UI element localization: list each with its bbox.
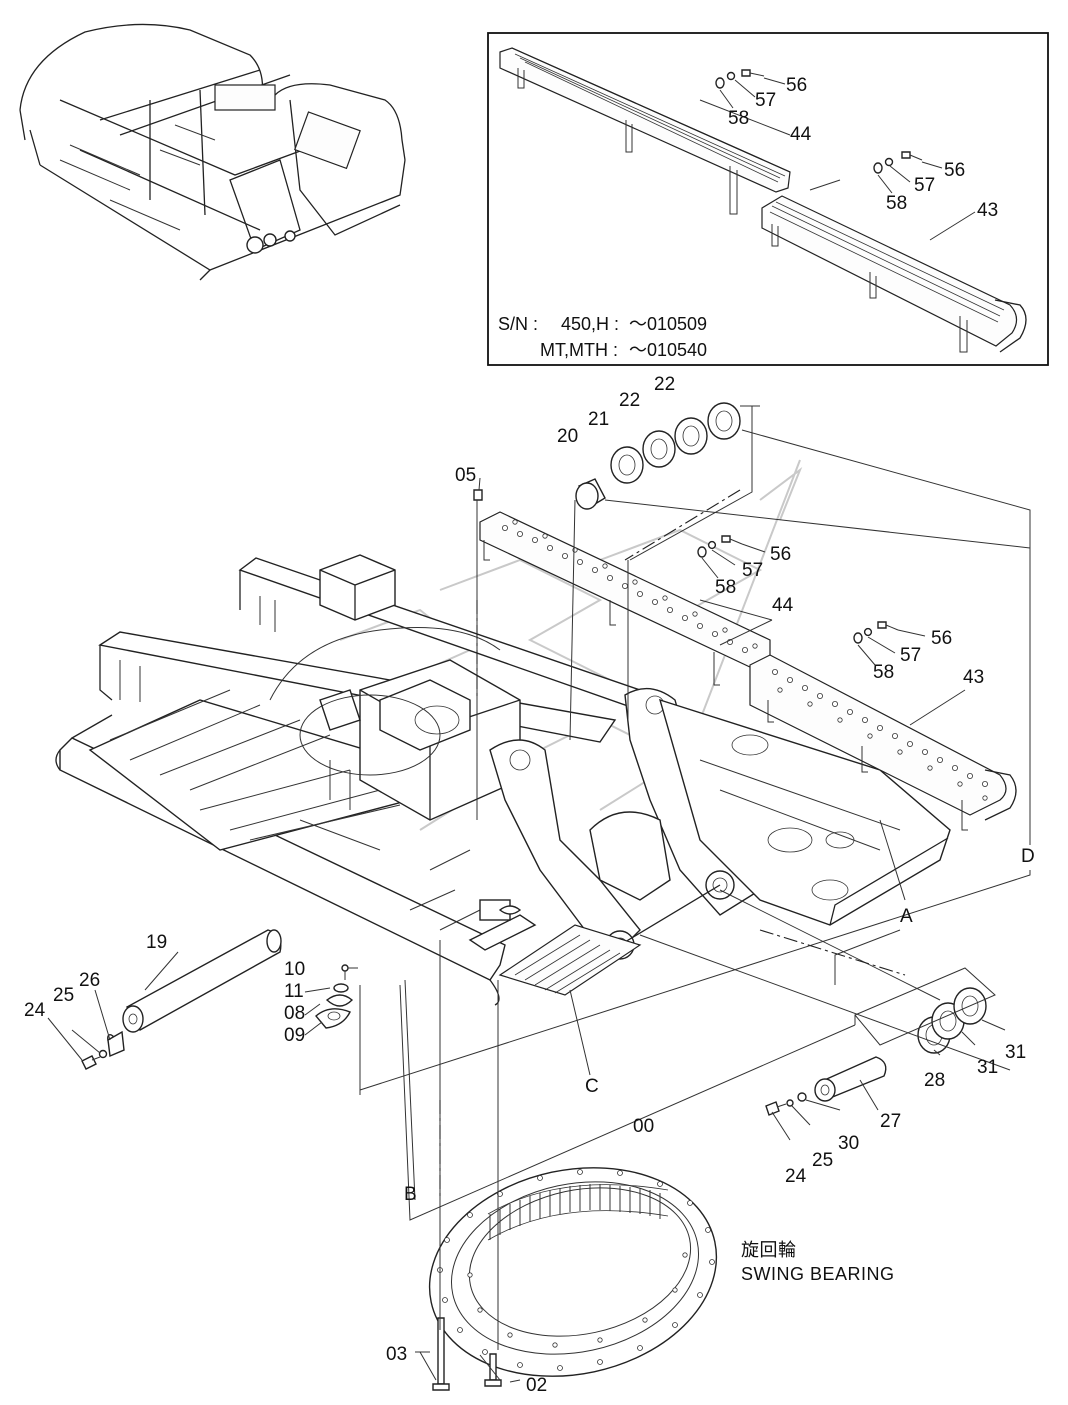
label-21: 21 [588, 409, 609, 430]
serial-range-1: ～010509 [629, 314, 707, 334]
label-31-a: 31 [977, 1057, 998, 1078]
label-03: 03 [386, 1344, 407, 1365]
label-26: 26 [79, 970, 100, 991]
label-57-main-a: 57 [742, 560, 763, 581]
serial-model-2: MT,MTH : [540, 340, 618, 360]
label-25-right: 25 [812, 1150, 833, 1171]
serial-range-2: ～010540 [629, 340, 707, 360]
pin-27-assembly [765, 987, 987, 1116]
label-58-main-b: 58 [873, 662, 894, 683]
label-19: 19 [146, 932, 167, 953]
label-24-right: 24 [785, 1166, 807, 1187]
label-56-main-b: 56 [931, 628, 952, 649]
frame-step-43 [749, 654, 1017, 831]
swing-bearing-ring [428, 1167, 718, 1377]
label-56-main-a: 56 [770, 544, 791, 565]
serial-number-note: S/N : 450,H : ～010509 MT,MTH : ～010540 [498, 314, 707, 360]
label-30: 30 [838, 1133, 859, 1154]
label-22-b: 22 [619, 390, 640, 411]
label-10: 10 [284, 959, 305, 980]
frame-step-44 [479, 511, 771, 686]
label-31-b: 31 [1005, 1042, 1026, 1063]
label-A: A [900, 906, 913, 927]
label-11: 11 [284, 981, 304, 1002]
label-58-inset-b: 58 [886, 193, 907, 214]
label-09: 09 [284, 1025, 305, 1046]
label-57-main-b: 57 [900, 645, 921, 666]
label-44-main: 44 [772, 595, 794, 616]
label-08: 08 [284, 1003, 305, 1024]
upperstructure-frame [55, 554, 951, 1006]
label-25-left: 25 [53, 985, 74, 1006]
bearing-bolts [432, 1317, 502, 1391]
label-56-inset-a: 56 [786, 75, 807, 96]
label-B: B [404, 1184, 417, 1205]
caption-english: SWING BEARING [741, 1264, 895, 1284]
label-02: 02 [526, 1375, 547, 1396]
inset-step-44 [499, 47, 791, 215]
label-00: 00 [633, 1116, 654, 1137]
swing-bearing-caption: 旋回輪 SWING BEARING [741, 1240, 895, 1284]
label-22-a: 22 [654, 374, 675, 395]
label-D: D [1021, 846, 1035, 867]
inset-frame [487, 32, 1049, 366]
label-43-inset: 43 [977, 200, 998, 221]
inset-fasteners [715, 69, 923, 174]
serial-prefix: S/N : [498, 314, 538, 334]
machine-overview-thumbnail [19, 23, 406, 281]
label-56-inset-b: 56 [944, 160, 965, 181]
pin-assembly-upper [473, 402, 741, 510]
caption-japanese: 旋回輪 [741, 1240, 797, 1260]
cover-parts-08-11 [315, 964, 354, 1029]
pin-19-assembly [81, 929, 282, 1070]
label-58-inset-a: 58 [728, 108, 749, 129]
label-57-inset-b: 57 [914, 175, 935, 196]
label-43-main: 43 [963, 667, 984, 688]
label-57-inset-a: 57 [755, 90, 776, 111]
label-58-main-a: 58 [715, 577, 736, 598]
label-27: 27 [880, 1111, 901, 1132]
inset-leaders [699, 77, 976, 241]
label-C: C [585, 1076, 599, 1097]
label-05: 05 [455, 465, 476, 486]
label-44-inset: 44 [790, 124, 812, 145]
part-labels: 56 57 58 44 56 57 58 43 22 22 21 20 05 5… [24, 75, 1035, 1396]
label-20: 20 [557, 426, 578, 447]
label-24-left: 24 [24, 1000, 46, 1021]
step-fasteners-main [697, 535, 899, 644]
inset-step-43 [761, 195, 1027, 353]
leader-lines [47, 405, 1031, 1383]
serial-model-1: 450,H : [561, 314, 619, 334]
label-28: 28 [924, 1070, 945, 1091]
